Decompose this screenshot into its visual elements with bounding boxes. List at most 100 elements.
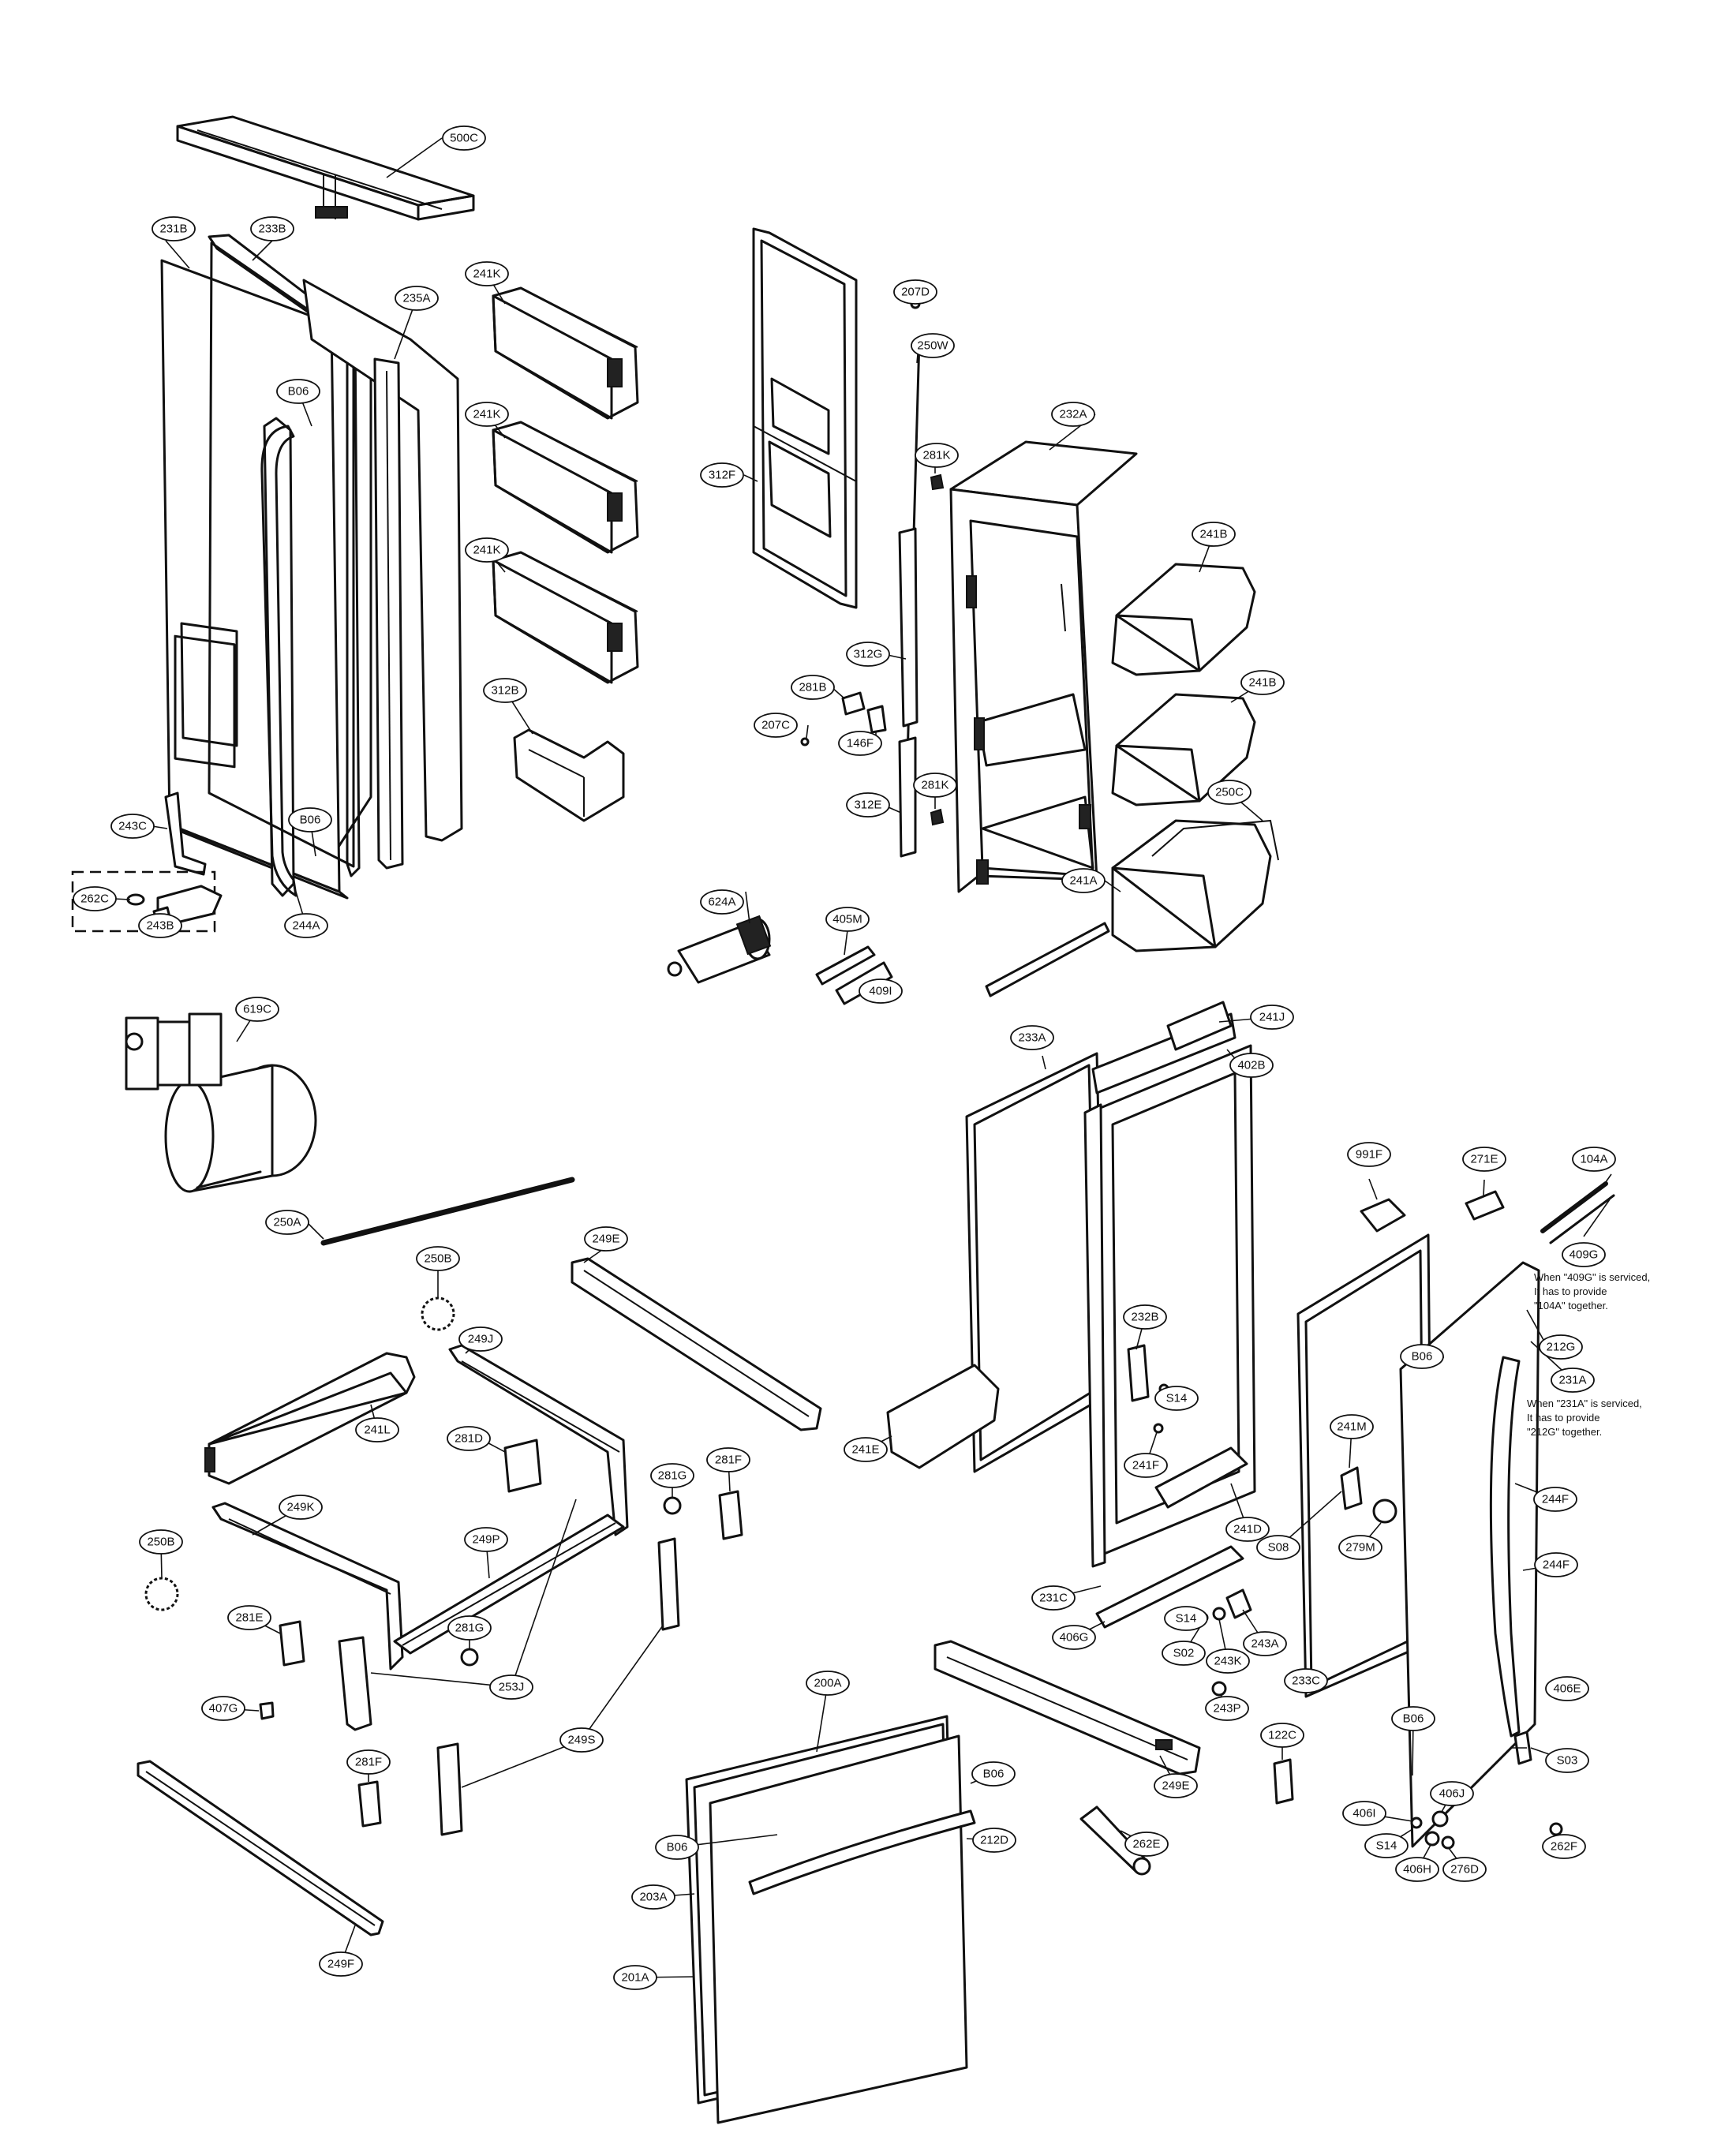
callout-label: 243B <box>146 919 174 933</box>
callout-250w: 250W <box>911 333 955 358</box>
callout-bubble <box>1533 1487 1577 1512</box>
callout-243c: 243C <box>110 814 155 839</box>
callout-bubble <box>700 462 744 488</box>
callout-406i: 406I <box>1342 1801 1386 1826</box>
callout-label: 249K <box>286 1501 314 1514</box>
callout-label: 243C <box>118 820 147 833</box>
note-231a: When "231A" is serviced, It has to provi… <box>1527 1398 1642 1438</box>
callout-250a: 250A <box>265 1210 309 1235</box>
callout-104a: 104A <box>1572 1147 1616 1172</box>
part-243p-bushing <box>1211 1681 1227 1697</box>
callout-243k: 243K <box>1206 1648 1250 1674</box>
callout-bubble <box>465 402 509 427</box>
callout-bubble <box>1164 1606 1208 1631</box>
callout-241d: 241D <box>1225 1517 1270 1542</box>
part-281g-1-nut <box>663 1496 682 1515</box>
part-276d-bolt <box>1441 1835 1455 1850</box>
callout-bubble <box>110 814 155 839</box>
callout-241m: 241M <box>1330 1414 1374 1439</box>
callout-bubble <box>265 1210 309 1235</box>
callout-bubble <box>825 907 870 932</box>
part-279m-pulley <box>1372 1499 1397 1524</box>
part-281d-bracket <box>503 1439 542 1493</box>
callout-250b-1: 250B <box>416 1246 460 1271</box>
callout-249e-1: 249E <box>584 1226 628 1252</box>
callout-212d: 212D <box>972 1828 1016 1853</box>
callout-label: 249E <box>1162 1779 1189 1793</box>
part-281e-bracket <box>279 1620 305 1667</box>
callout-label: 249S <box>567 1734 595 1747</box>
callout-label: 249E <box>592 1233 619 1246</box>
callout-281e: 281E <box>227 1605 271 1630</box>
callout-233b: 233B <box>250 216 294 241</box>
callout-label: 232A <box>1059 408 1087 421</box>
callout-label: 232B <box>1131 1311 1158 1324</box>
callout-label: 241F <box>1132 1459 1159 1472</box>
callout-label: S14 <box>1176 1612 1197 1626</box>
callout-bubble <box>1225 1517 1270 1542</box>
callout-624a: 624A <box>700 889 744 915</box>
part-281f-1-cover <box>718 1490 743 1540</box>
callout-label: B06 <box>288 385 309 398</box>
callout-402b: 402B <box>1229 1053 1274 1078</box>
callout-bubble <box>1395 1857 1439 1882</box>
callout-244f-2: 244F <box>1534 1552 1578 1577</box>
part-249k-frame <box>211 1502 404 1731</box>
note-409g: When "409G" is serviced, It has to provi… <box>1534 1271 1650 1311</box>
callout-label: 312G <box>854 648 883 661</box>
callout-bubble <box>1342 1801 1386 1826</box>
part-122c-switch <box>1273 1758 1294 1805</box>
callout-201a: 201A <box>613 1965 657 1990</box>
callout-bubble <box>1284 1668 1328 1693</box>
callout-label: 244F <box>1542 1493 1569 1506</box>
callout-bubble <box>700 889 744 915</box>
callout-bubble <box>1551 1368 1595 1393</box>
callout-bubble <box>1051 402 1095 427</box>
callout-b06-1: B06 <box>276 379 320 404</box>
callout-312f: 312F <box>700 462 744 488</box>
callout-s14-3: S14 <box>1364 1833 1409 1858</box>
note-409g-line-1: When "409G" is serviced, <box>1534 1271 1650 1283</box>
callout-bubble <box>464 1527 508 1552</box>
callout-label: 312B <box>491 684 518 698</box>
callout-bubble <box>911 333 955 358</box>
callout-bubble <box>846 642 890 667</box>
callout-249s: 249S <box>559 1727 604 1753</box>
part-407g-clip <box>259 1701 275 1720</box>
callout-label: 122C <box>1268 1729 1296 1742</box>
callout-label: 281K <box>921 779 948 792</box>
part-249e-2-rail <box>933 1640 1201 1775</box>
part-241m-clip <box>1340 1466 1363 1510</box>
callout-bubble <box>1260 1723 1304 1748</box>
callout-250b-2: 250B <box>139 1529 183 1555</box>
callout-bubble <box>276 379 320 404</box>
part-249j-frame <box>448 1344 629 1536</box>
callout-bubble <box>1462 1147 1506 1172</box>
callout-b06-3: B06 <box>1400 1344 1444 1369</box>
callout-label: S02 <box>1173 1647 1195 1660</box>
callout-label: 409G <box>1570 1248 1599 1262</box>
callout-bubble <box>235 997 279 1022</box>
part-250b-1-gear <box>421 1297 455 1331</box>
callout-bubble <box>279 1495 323 1520</box>
callout-bubble <box>1124 1832 1169 1857</box>
callout-231c: 231C <box>1031 1585 1076 1611</box>
callout-bubble <box>465 537 509 563</box>
callout-bubble <box>138 913 182 938</box>
callout-231b: 231B <box>152 216 196 241</box>
callout-label: 281G <box>455 1622 485 1635</box>
callout-bubble <box>1256 1535 1300 1560</box>
callout-label: 241K <box>473 544 500 557</box>
callout-bubble <box>613 1965 657 1990</box>
callout-label: S03 <box>1557 1754 1578 1768</box>
callout-label: 406G <box>1060 1631 1089 1644</box>
part-241l-bin <box>204 1352 416 1485</box>
callout-bubble <box>1400 1344 1444 1369</box>
callout-207d: 207D <box>893 279 937 305</box>
callout-label: 241M <box>1337 1420 1367 1434</box>
callout-bubble <box>447 1426 491 1451</box>
callout-bubble <box>1207 780 1251 805</box>
callout-bubble <box>201 1696 245 1721</box>
callout-262e: 262E <box>1124 1832 1169 1857</box>
